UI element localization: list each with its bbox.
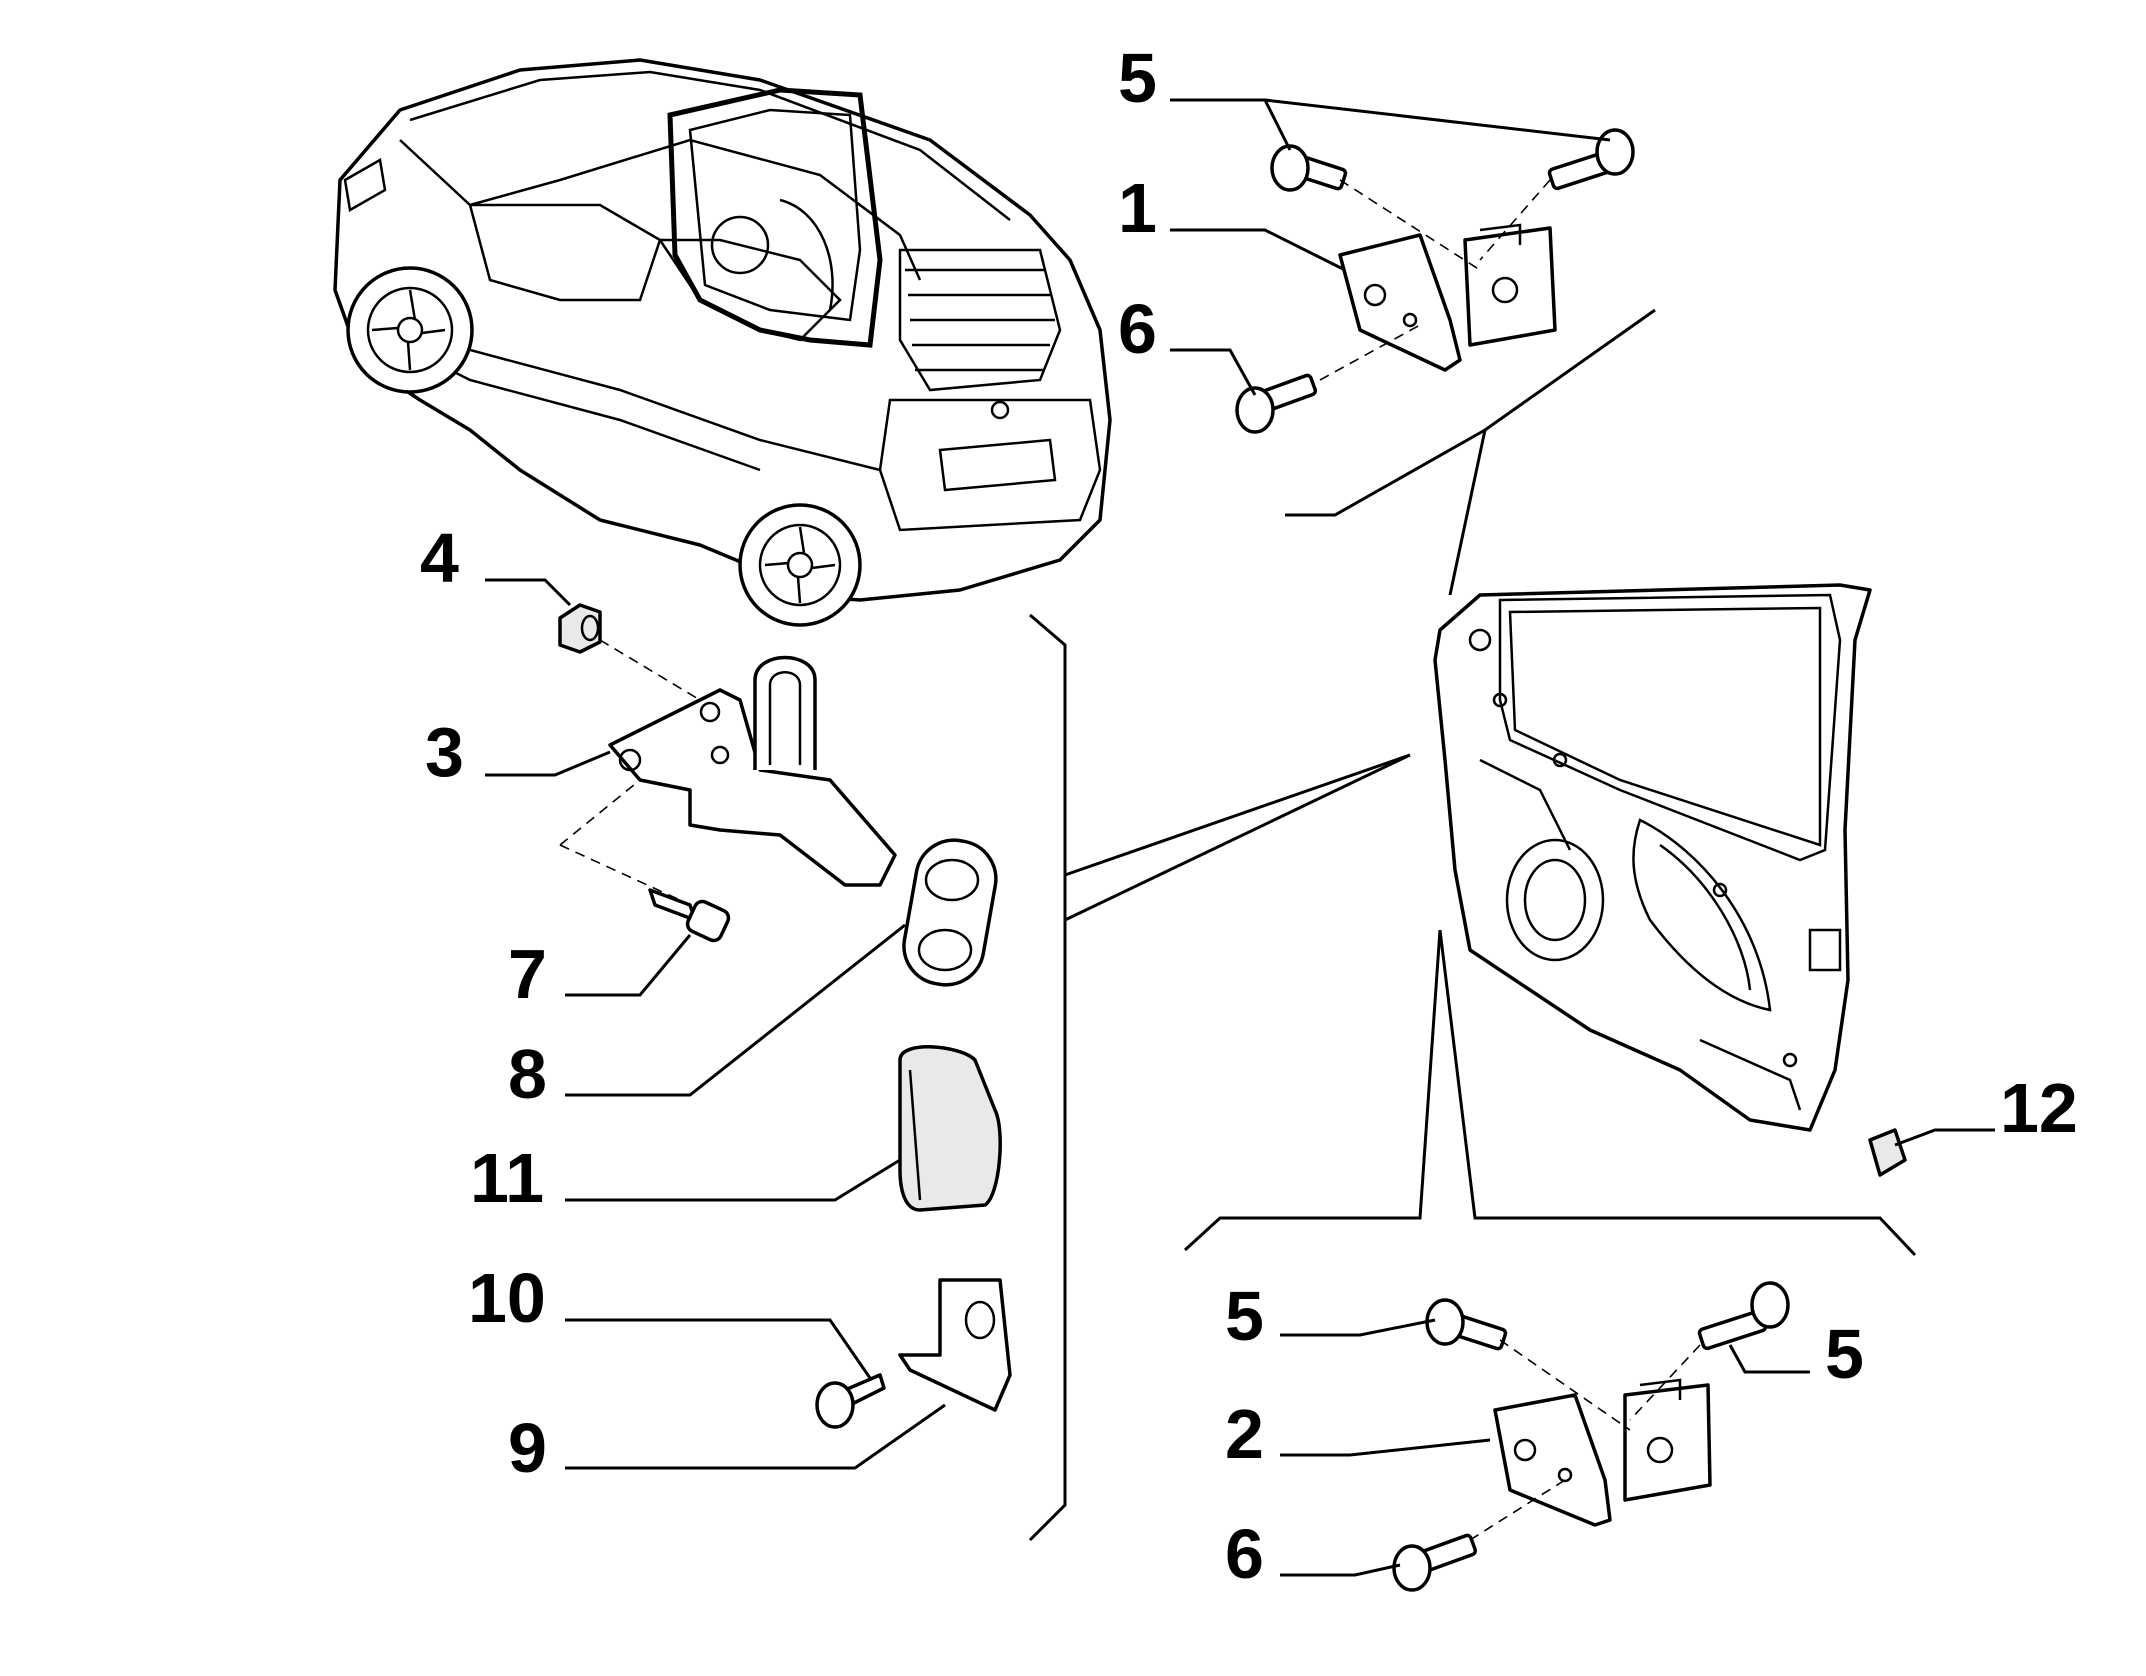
callout-labels: 5 1 6 4 3 7 8 11 10 9 12 5 5 2 6 — [420, 39, 2078, 1593]
bolt-5-bottom-right — [1697, 1281, 1790, 1351]
nut — [558, 603, 602, 654]
angle-bracket — [898, 1278, 1012, 1412]
grommet — [902, 838, 998, 987]
upper-hinge — [1338, 223, 1557, 372]
lower-hinge — [1493, 1378, 1712, 1527]
callout-5-bottom-left: 5 — [1225, 1277, 1264, 1355]
car-illustration — [333, 58, 1112, 627]
callout-2: 2 — [1225, 1395, 1264, 1473]
callout-7: 7 — [508, 935, 547, 1013]
callout-1: 1 — [1118, 169, 1157, 247]
callout-5-bottom-right: 5 — [1825, 1315, 1864, 1393]
bolt-5-bottom-left — [1425, 1298, 1508, 1351]
assembly-dashed-lines — [559, 179, 1701, 1541]
callout-10: 10 — [468, 1259, 546, 1337]
rubber-plug — [1868, 1128, 1907, 1177]
leader-lines — [485, 98, 1995, 1577]
bolt-6-top — [1235, 373, 1318, 434]
callout-9: 9 — [508, 1409, 547, 1487]
callout-6-top: 6 — [1118, 290, 1157, 368]
callout-4: 4 — [420, 519, 459, 597]
section-lines — [1028, 308, 1917, 1542]
door-panel — [1433, 583, 1872, 1132]
screw-7 — [648, 888, 731, 943]
callout-5-top: 5 — [1118, 39, 1157, 117]
callout-6-bottom: 6 — [1225, 1515, 1264, 1593]
bolt-6-bottom — [1392, 1533, 1478, 1592]
cover-cap — [898, 1045, 1002, 1212]
screw-10 — [815, 1373, 886, 1429]
callout-12: 12 — [2000, 1069, 2078, 1147]
callout-8: 8 — [508, 1035, 547, 1113]
bolt-5-top-left — [1270, 144, 1348, 192]
door-check-strap — [608, 655, 897, 887]
callout-3: 3 — [425, 713, 464, 791]
callout-11: 11 — [470, 1139, 544, 1217]
